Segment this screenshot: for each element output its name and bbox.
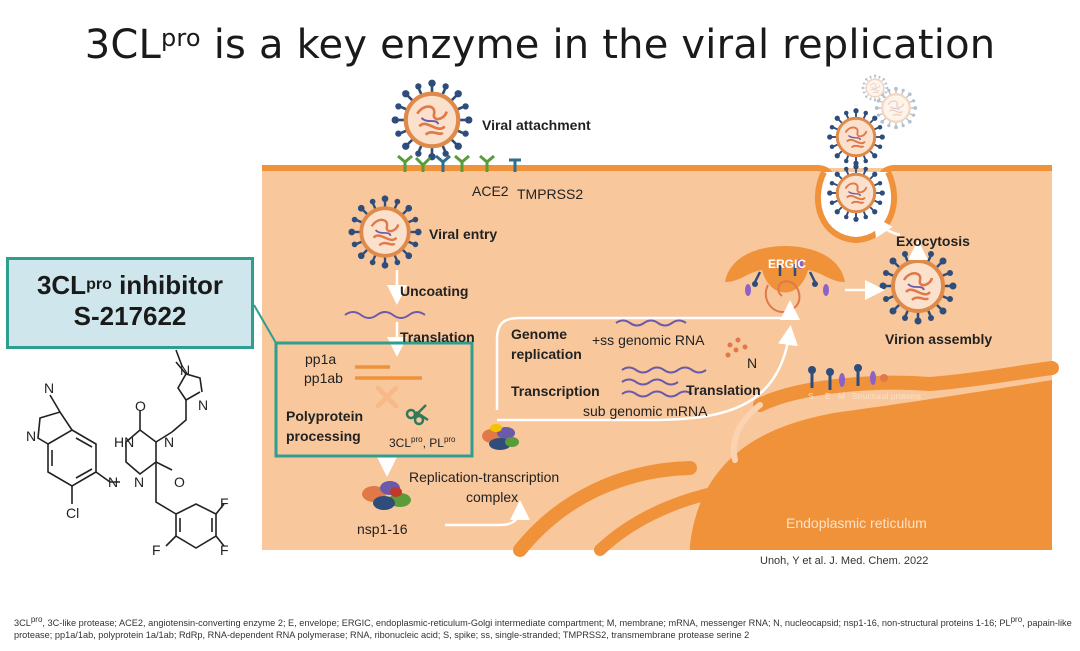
label-structural-proteins: Structural proteins: [852, 391, 921, 401]
label-er: Endoplasmic reticulum: [786, 515, 927, 531]
pathway-arrows: [377, 215, 928, 527]
tmprss2-receptors: [435, 154, 521, 172]
atom-n6: N: [180, 362, 191, 378]
atom-n2: N: [26, 428, 37, 444]
atom-n4: N: [134, 474, 145, 490]
page-title: 3CLpro is a key enzyme in the viral repl…: [84, 22, 996, 68]
label-ergic: ERGIC: [768, 257, 807, 271]
label-ace2: ACE2: [472, 183, 509, 199]
label-pp1ab: pp1ab: [304, 370, 343, 386]
ace2-receptors: [397, 154, 495, 172]
cleavage-x-icon: [375, 385, 399, 409]
atom-cl: Cl: [66, 505, 80, 521]
inhibitor-name-line1: 3CLpro inhibitor: [36, 270, 224, 300]
label-nsp: nsp1-16: [357, 521, 408, 537]
virus-entry-icon: [346, 193, 424, 271]
label-viral-entry: Viral entry: [429, 226, 498, 242]
label-rtc-line2: complex: [466, 489, 519, 505]
label-sub-mrna: sub genomic mRNA: [583, 403, 708, 419]
label-tmprss2: TMPRSS2: [517, 186, 584, 202]
label-translation: Translation: [400, 329, 475, 345]
atom-f1: F: [220, 495, 229, 511]
citation: Unoh, Y et al. J. Med. Chem. 2022: [760, 555, 929, 567]
label-s: S: [808, 391, 814, 401]
label-virion-assembly: Virion assembly: [885, 331, 993, 347]
inhibitor-callout: 3CLpro inhibitor S-217622: [6, 257, 254, 349]
inhibitor-code: S-217622: [73, 301, 187, 331]
label-proteases: 3CLpro, PLpro: [389, 435, 456, 450]
label-genome: Genome: [511, 326, 568, 342]
label-n: N: [747, 355, 758, 371]
label-polyprotein: Polyprotein: [286, 408, 364, 424]
scissors-icon: [405, 404, 429, 426]
atom-n1: N: [44, 380, 55, 396]
virus-attaching-icon: [392, 80, 473, 161]
label-replication: replication: [511, 346, 582, 362]
polyprotein-box: [274, 341, 474, 458]
footnote-abbreviations: 3CLpro, 3C-like protease; ACE2, angioten…: [14, 615, 1072, 641]
atom-o2: O: [174, 474, 185, 490]
label-exocytosis: Exocytosis: [896, 233, 970, 249]
atom-o1: O: [135, 398, 146, 414]
rna-strands: [344, 311, 707, 398]
label-m: M: [838, 391, 846, 401]
label-uncoating: Uncoating: [400, 283, 469, 299]
atom-n7: N: [198, 397, 209, 413]
label-viral-attachment: Viral attachment: [482, 117, 591, 133]
rtc-complex-icon: [362, 481, 411, 510]
virus-exocytosis-icon: [825, 162, 887, 224]
label-transcription: Transcription: [511, 383, 600, 399]
rtc-assembled-icon: [482, 424, 519, 450]
atom-n3: N: [108, 474, 119, 490]
s217622-structure: [37, 349, 225, 549]
label-e: E: [825, 391, 831, 401]
label-translation-2: Translation: [686, 382, 761, 398]
label-processing: processing: [286, 428, 361, 444]
label-ss-rna: +ss genomic RNA: [592, 332, 705, 348]
atom-f3: F: [152, 542, 161, 558]
atom-f2: F: [220, 542, 229, 558]
virus-assembled-icon: [877, 245, 959, 327]
label-pp1a: pp1a: [305, 351, 337, 367]
label-rtc-line1: Replication-transcription: [409, 469, 560, 485]
virus-released-icon: [825, 106, 887, 168]
atom-n5: N: [164, 434, 175, 450]
atom-hn: HN: [114, 434, 135, 450]
